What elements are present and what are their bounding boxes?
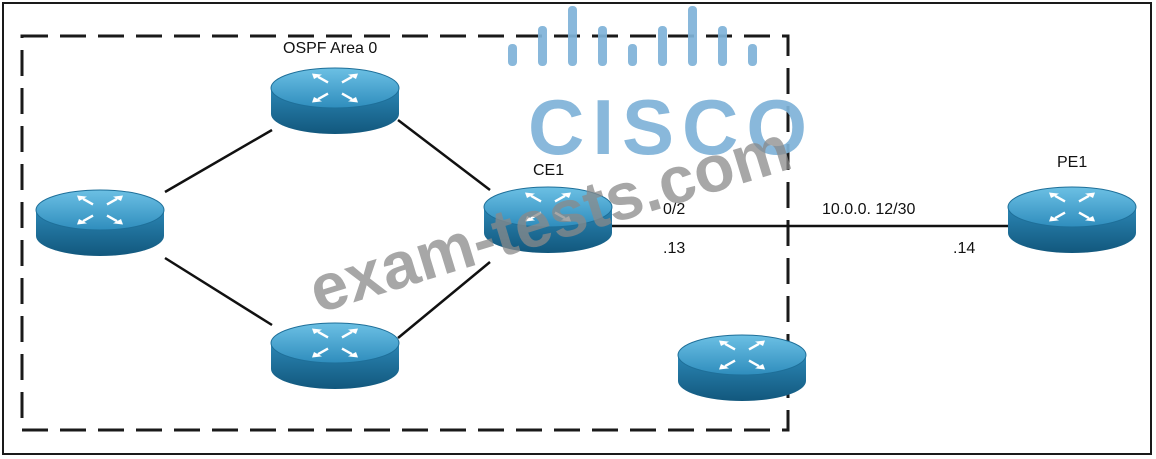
router-ce1 <box>483 186 613 253</box>
router-pe1 <box>1007 186 1137 253</box>
link-top-ce1 <box>397 119 491 191</box>
ospf-area-boundary <box>20 34 790 432</box>
ce1-interface-label: 0/2 <box>663 201 686 218</box>
cisco-logo-bars <box>508 6 757 66</box>
link-left-top <box>164 128 273 194</box>
router-r-top <box>270 67 400 134</box>
link-subnet-label: 10.0.0. 12/30 <box>822 201 916 218</box>
link-bottom-ce1 <box>397 261 491 339</box>
router-r-left <box>35 189 165 256</box>
router-arrows-icon <box>719 340 765 370</box>
router-arrows-icon <box>312 328 358 358</box>
router-r-extra <box>677 334 807 401</box>
ce1-label: CE1 <box>533 162 565 179</box>
cisco-logo-text: CISCO <box>528 83 816 171</box>
link-left-bottom <box>164 256 273 327</box>
router-arrows-icon <box>525 192 571 222</box>
router-r-bottom <box>270 322 400 389</box>
ce1-ip-label: .13 <box>663 240 686 257</box>
router-arrows-icon <box>312 73 358 103</box>
ospf-area-label: OSPF Area 0 <box>283 40 378 57</box>
pe1-ip-label: .14 <box>953 240 976 257</box>
links-group <box>164 119 1010 339</box>
pe1-label: PE1 <box>1057 154 1088 171</box>
router-arrows-icon <box>1049 192 1095 222</box>
router-arrows-icon <box>77 195 123 225</box>
